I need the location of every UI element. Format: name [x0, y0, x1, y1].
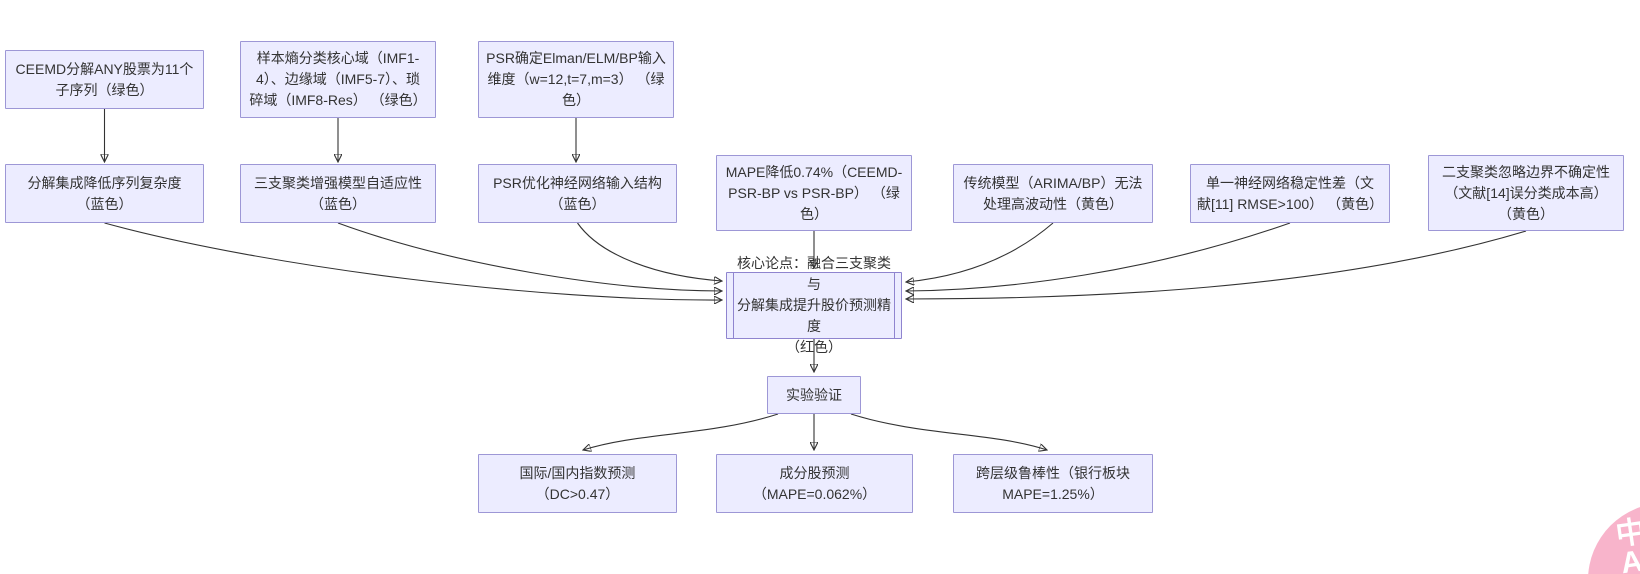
- node-label: 单一神经网络稳定性差（文 献[11] RMSE>100） （黄色）: [1197, 174, 1384, 212]
- node-label: CEEMD分解ANY股票为11个 子序列（绿色）: [15, 60, 194, 98]
- subroutine-bar-right: [894, 273, 895, 338]
- node-three-way-clustering-adaptability: 三支聚类增强模型自适应性 （蓝色）: [240, 164, 436, 223]
- translate-widget-button[interactable]: 中 A: [1588, 503, 1640, 574]
- node-label: 二支聚类忽略边界不确定性 （文献[14]误分类成本高） （黄色）: [1442, 163, 1610, 222]
- node-single-nn-instability: 单一神经网络稳定性差（文 献[11] RMSE>100） （黄色）: [1190, 164, 1390, 223]
- node-decomposition-reduces-complexity: 分解集成降低序列复杂度 （蓝色）: [5, 164, 204, 223]
- node-mape-reduction: MAPE降低0.74%（CEEMD- PSR-BP vs PSR-BP） （绿 …: [716, 155, 912, 231]
- edge-mid1-core: [104, 222, 723, 300]
- edge-mid3-core: [577, 222, 723, 281]
- subroutine-bar-left: [733, 273, 734, 338]
- node-traditional-model-limitation: 传统模型（ARIMA/BP）无法 处理高波动性（黄色）: [953, 164, 1153, 223]
- node-label: 实验验证: [786, 386, 842, 403]
- node-constituent-stock-prediction: 成分股预测 （MAPE=0.062%）: [716, 454, 913, 513]
- node-label: 分解集成降低序列复杂度 （蓝色）: [27, 174, 182, 212]
- node-index-prediction: 国际/国内指数预测 （DC>0.47）: [478, 454, 677, 513]
- node-label: PSR优化神经网络输入结构 （蓝色）: [493, 174, 662, 212]
- node-label: 成分股预测 （MAPE=0.062%）: [752, 464, 877, 502]
- node-label: 样本熵分类核心域（IMF1- 4）、边缘域（IMF5-7）、琐 碎域（IMF8-…: [249, 50, 427, 108]
- node-psr-input-dimension: PSR确定Elman/ELM/BP输入 维度（w=12,t=7,m=3） （绿 …: [478, 41, 674, 118]
- edge-verify-bottom1: [583, 413, 779, 450]
- node-experimental-validation: 实验验证: [767, 376, 861, 414]
- edge-mid7-core: [906, 230, 1527, 299]
- node-ceemd-decomposition: CEEMD分解ANY股票为11个 子序列（绿色）: [5, 50, 204, 109]
- node-label: 核心论点：融合三支聚类与 分解集成提升股价预测精度 （红色）: [737, 255, 891, 355]
- node-label: 传统模型（ARIMA/BP）无法 处理高波动性（黄色）: [963, 174, 1143, 212]
- edge-mid6-core: [906, 222, 1291, 291]
- node-label: PSR确定Elman/ELM/BP输入 维度（w=12,t=7,m=3） （绿 …: [486, 50, 666, 108]
- node-label: 国际/国内指数预测 （DC>0.47）: [519, 464, 636, 502]
- edge-mid2-core: [337, 222, 722, 291]
- node-psr-optimizes-input-structure: PSR优化神经网络输入结构 （蓝色）: [478, 164, 677, 223]
- node-label: 跨层级鲁棒性（银行板块 MAPE=1.25%）: [976, 464, 1130, 502]
- edge-verify-bottom3: [850, 413, 1047, 450]
- node-two-way-clustering-limitation: 二支聚类忽略边界不确定性 （文献[14]误分类成本高） （黄色）: [1428, 155, 1624, 231]
- translate-widget-glyph-en: A: [1618, 544, 1640, 574]
- node-label: 三支聚类增强模型自适应性 （蓝色）: [254, 174, 422, 212]
- node-core-thesis: 核心论点：融合三支聚类与 分解集成提升股价预测精度 （红色）: [726, 255, 902, 355]
- edge-mid5-core: [906, 222, 1054, 282]
- node-label: MAPE降低0.74%（CEEMD- PSR-BP vs PSR-BP） （绿 …: [725, 163, 903, 222]
- node-cross-level-robustness: 跨层级鲁棒性（银行板块 MAPE=1.25%）: [953, 454, 1153, 513]
- node-sample-entropy-classification: 样本熵分类核心域（IMF1- 4）、边缘域（IMF5-7）、琐 碎域（IMF8-…: [240, 41, 436, 118]
